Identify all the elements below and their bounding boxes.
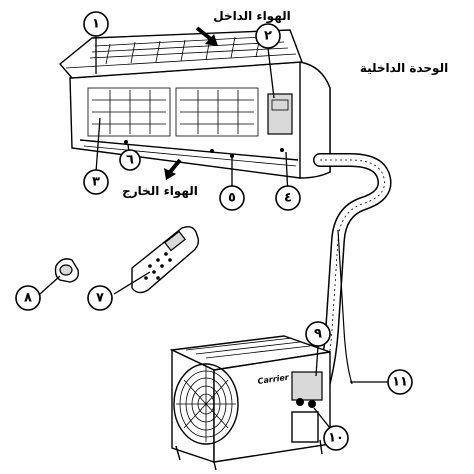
svg-text:١١: ١١ xyxy=(392,375,408,390)
front-panel xyxy=(59,29,303,79)
callout-10: ١٠ xyxy=(323,425,349,451)
outdoor-unit: Carrier xyxy=(169,335,331,471)
air-in-label: الهواء الداخل xyxy=(213,9,291,24)
callout-1: ١ xyxy=(83,11,109,37)
svg-text:٢: ٢ xyxy=(264,29,272,44)
callout-8: ٨ xyxy=(15,285,41,311)
indoor-unit-label: الوحدة الداخلية xyxy=(360,61,448,76)
air-out-label: الهواء الخارج xyxy=(122,184,198,199)
svg-text:١٠: ١٠ xyxy=(328,431,344,446)
svg-text:٦: ٦ xyxy=(126,153,134,168)
svg-text:٣: ٣ xyxy=(92,175,100,190)
remote-holder xyxy=(54,258,80,283)
remote-control xyxy=(131,225,200,294)
svg-text:٥: ٥ xyxy=(228,191,236,206)
callout-4: ٤ xyxy=(275,185,301,211)
svg-text:١: ١ xyxy=(92,17,100,32)
indoor-unit xyxy=(59,29,331,179)
svg-text:٧: ٧ xyxy=(96,291,104,306)
callout-11: ١١ xyxy=(387,369,413,395)
callout-9: ٩ xyxy=(305,321,331,347)
svg-text:٩: ٩ xyxy=(314,327,322,342)
svg-text:٨: ٨ xyxy=(24,291,32,306)
air-out-arrow xyxy=(164,158,182,180)
connecting-pipe xyxy=(313,153,392,397)
callout-6: ٦ xyxy=(119,149,141,171)
outdoor-fan-grille xyxy=(173,363,239,445)
callout-5: ٥ xyxy=(219,185,245,211)
air-in-arrow xyxy=(195,26,218,46)
outdoor-brand-logo: Carrier xyxy=(257,373,290,386)
air-filters xyxy=(87,87,259,137)
callout-2: ٢ xyxy=(255,23,281,49)
callout-3: ٣ xyxy=(83,169,109,195)
svg-text:٤: ٤ xyxy=(284,191,292,206)
callout-7: ٧ xyxy=(87,285,113,311)
top-grille xyxy=(89,35,289,65)
